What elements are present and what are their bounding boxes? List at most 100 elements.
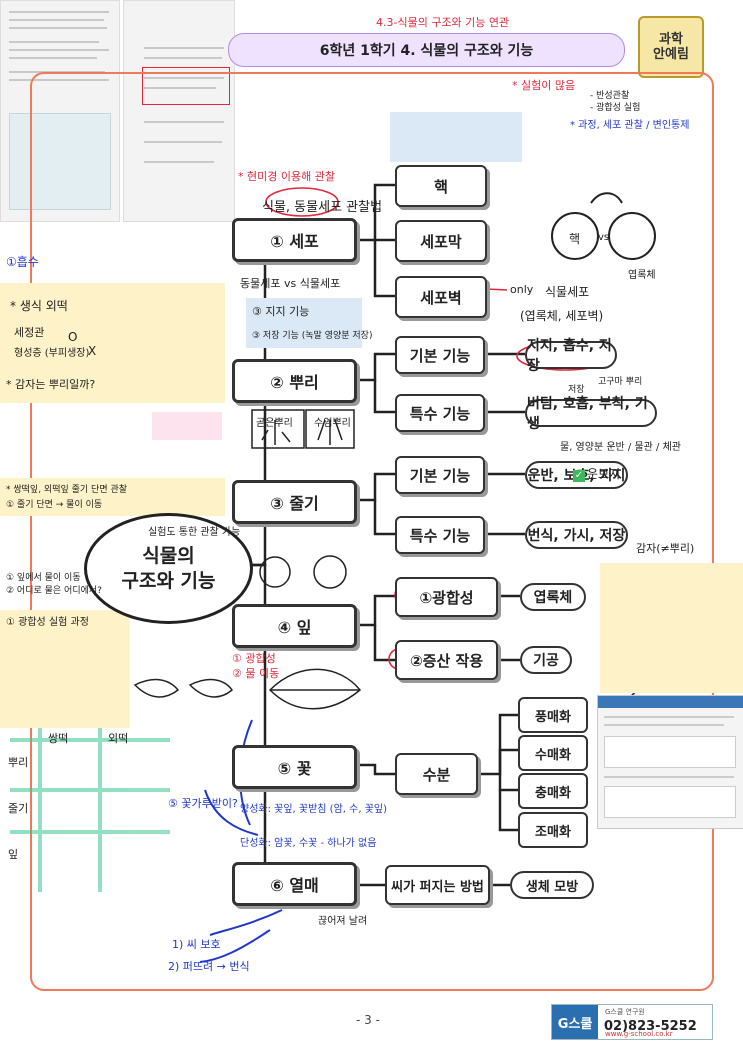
stem-special-items: 번식, 가시, 저장: [525, 521, 628, 549]
note-root-store2: 저장: [568, 385, 585, 395]
root-note-area: [0, 283, 225, 403]
branch-stem: ③ 줄기: [232, 480, 357, 524]
page-title: 6학년 1학기 4. 식물의 구조와 기능: [228, 33, 625, 67]
badge-subject: 과학: [659, 32, 683, 47]
branch-flower: ⑤ 꽃: [232, 745, 357, 789]
note-flower-bisexual: 양성화: 꽃잎, 꽃받침 (암, 수, 꽃잎): [240, 804, 388, 815]
center-topic: 식물의 구조와 기능: [84, 513, 253, 624]
brand-phone: 02)823-5252: [604, 1018, 697, 1034]
flower-pollination: 수분: [395, 753, 478, 795]
note-only: only: [510, 283, 534, 296]
cell-wall: 세포벽: [395, 276, 487, 318]
left-note-leaf-q1: ① 잎에서 물이 이동: [6, 573, 81, 583]
brand-sub: G스쿨 연구원: [605, 1008, 645, 1016]
note-right-many-experiments: * 실험이 많음: [512, 79, 576, 92]
note-root-support: ③ 지지 기능: [252, 305, 310, 318]
note-right-nucleus: 핵: [569, 232, 581, 246]
flower-type-insect: 충매화: [518, 773, 588, 809]
flower-type-wind: 풍매화: [518, 697, 588, 733]
fruit-biomimicry: 생체 모방: [510, 871, 594, 899]
left-note-leaf-q2: ② 어디로 물은 어디에서?: [6, 586, 102, 596]
note-potato: 감자(≠뿌리): [636, 542, 695, 555]
left-note-row-2: 형성층 (부피생장): [14, 348, 90, 359]
leaf-transpiration: ②증산 작용: [395, 640, 498, 680]
left-note-experiment-title: ① 광합성 실험 과정: [6, 617, 89, 628]
branch-leaf: ④ 잎: [232, 604, 357, 648]
branch-fruit: ⑥ 열매: [232, 862, 357, 906]
teacher-badge: 과학 안예림: [638, 16, 704, 78]
left-note-compare-title: * 생식 외떡: [10, 299, 68, 313]
left-grid-row-leaf: 잎: [8, 848, 19, 861]
left-grid-head-monocot: 외떡: [108, 732, 129, 745]
photosynthesis-note-area: [0, 610, 130, 728]
left-note-row-1: 세정관: [14, 326, 45, 339]
leaf-chloroplast: 엽록체: [520, 583, 586, 611]
note-cell-observe: 식물, 동물세포 관찰법: [262, 200, 383, 215]
note-root-store: ③ 저장 기능 (녹말 영양분 저장): [252, 331, 373, 341]
note-flower-pollination: ⑤ 꽃가루받이?: [168, 797, 238, 810]
brand-logo: G스쿨 02)823-5252 G스쿨 연구원 www.g-school.co.…: [551, 1004, 713, 1040]
top-note: 4.3-식물의 구조와 기능 연관: [376, 16, 510, 29]
stem-note-area: [0, 478, 225, 516]
left-grid-head-dicot: 쌍떡: [48, 732, 69, 745]
note-root-type-taproot: 곧은뿌리: [256, 418, 293, 429]
left-grid-row-root: 뿌리: [8, 756, 29, 769]
page-number: - 3 -: [356, 1013, 380, 1027]
root-support-note: [246, 298, 362, 348]
note-stem-observe: 실험도 통한 관찰 가능: [148, 527, 241, 538]
root-basic-function: 기본 기능: [395, 336, 485, 374]
note-support-check-label: 운보지: [587, 467, 621, 481]
flower-type-water: 수매화: [518, 735, 588, 771]
note-plant-cell: 식물세포: [545, 285, 590, 299]
center-topic-line2: 구조와 기능: [121, 569, 216, 592]
experiment-note-area: [600, 563, 743, 693]
left-note-col-1: O: [68, 330, 78, 344]
left-note-water: ①흡수: [6, 255, 39, 269]
root-special-items: 버팀, 호흡, 부착, 기생: [525, 396, 657, 432]
cell-membrane: 세포막: [395, 220, 487, 262]
note-right-variables: * 과정, 세포 관찰 / 변인통제: [570, 120, 690, 131]
branch-cell: ① 세포: [232, 218, 357, 262]
note-stem-transport: 물, 영양분 운반 / 물관 / 체관: [560, 442, 681, 453]
root-basic-items: 지지, 흡수, 저장: [525, 338, 617, 374]
leaf-photosynthesis: ①광합성: [395, 577, 498, 617]
note-support-check: ✓운보지: [573, 465, 620, 482]
left-grid-row-stem: 줄기: [8, 802, 29, 815]
embedded-worksheet-header: [598, 696, 743, 708]
mindmap-frame: [30, 72, 714, 991]
note-right-vs: vs: [598, 232, 610, 243]
left-note-question: * 감자는 뿌리일까?: [6, 378, 96, 391]
note-sweet-potato: 고구마 뿌리: [598, 377, 643, 387]
root-special-function: 특수 기능: [395, 394, 485, 432]
leaf-stomata: 기공: [520, 646, 572, 674]
stem-basic-function: 기본 기능: [395, 456, 485, 494]
root-pink-note: [152, 412, 222, 440]
note-fruit-spread: 2) 퍼뜨려 → 번식: [168, 960, 250, 973]
cell-nucleus: 핵: [395, 165, 487, 207]
left-note-stem-1: * 쌍떡잎, 외떡잎 줄기 단면 관찰: [6, 485, 128, 495]
branch-root: ② 뿌리: [232, 359, 357, 403]
note-wall-extra: (엽록체, 세포벽): [520, 309, 604, 323]
stem-special-function: 특수 기능: [395, 516, 485, 554]
brand-url: www.g-school.co.kr: [605, 1030, 673, 1038]
previous-page-thumbnail: [0, 0, 120, 222]
note-leaf-water: ② 물 이동: [232, 667, 280, 680]
previous-page-thumbnail-2: [123, 0, 235, 222]
embedded-worksheet-screenshot: [597, 695, 743, 829]
right-cell-note: [390, 112, 522, 162]
brand-name: G스쿨: [552, 1005, 598, 1039]
note-cell-compare: 동물세포 vs 식물세포: [240, 277, 341, 290]
note-cell-microscope: * 현미경 이용해 관찰: [238, 170, 335, 183]
flower-type-bird: 조매화: [518, 812, 588, 848]
badge-name: 안예림: [653, 47, 689, 62]
note-fruit-flying: 끊어져 날려: [318, 916, 368, 927]
center-topic-line1: 식물의: [142, 544, 195, 567]
left-note-col-2: X: [88, 344, 97, 358]
note-right-chloroplast: 엽록체: [628, 270, 656, 281]
left-note-stem-2: ① 줄기 단면 → 물이 이동: [6, 500, 103, 510]
note-right-photo-exp: - 광합성 실험: [590, 103, 641, 113]
note-flower-unisexual: 단성화: 암꽃, 수꽃 - 하나가 없음: [240, 838, 377, 849]
note-fruit-protect: 1) 씨 보호: [172, 938, 221, 951]
note-leaf-photo: ① 광합성: [232, 652, 276, 665]
